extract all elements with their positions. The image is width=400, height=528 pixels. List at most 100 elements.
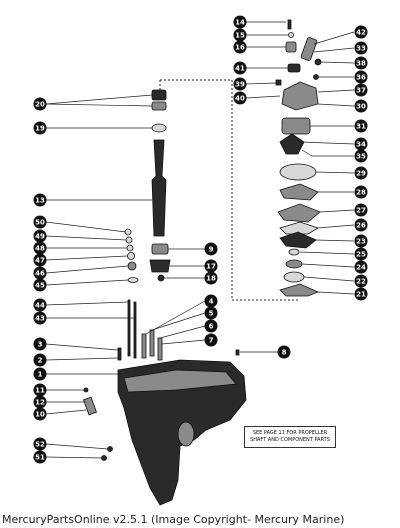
callout-38: 38 (354, 56, 368, 70)
svg-text:4: 4 (209, 298, 214, 306)
svg-text:36: 36 (356, 74, 366, 82)
svg-text:15: 15 (235, 32, 245, 40)
svg-text:7: 7 (209, 337, 214, 345)
svg-text:20: 20 (35, 101, 45, 109)
svg-text:1: 1 (38, 371, 43, 379)
svg-text:28: 28 (356, 189, 366, 197)
svg-text:27: 27 (356, 207, 366, 215)
svg-text:11: 11 (35, 387, 45, 395)
svg-text:21: 21 (356, 291, 366, 299)
callout-3: 3 (33, 337, 47, 351)
svg-text:38: 38 (356, 60, 366, 68)
callout-25: 25 (354, 247, 368, 261)
callout-12: 12 (33, 395, 47, 409)
svg-text:42: 42 (356, 29, 366, 37)
svg-text:39: 39 (235, 81, 245, 89)
callout-19: 19 (33, 121, 47, 135)
svg-text:51: 51 (35, 454, 45, 462)
svg-text:16: 16 (235, 44, 245, 52)
callout-9: 9 (204, 242, 218, 256)
water-pump-stack (275, 19, 322, 297)
callout-21: 21 (354, 287, 368, 301)
svg-text:43: 43 (35, 315, 45, 323)
svg-text:22: 22 (356, 278, 366, 286)
callout-24: 24 (354, 260, 368, 274)
callout-18: 18 (204, 271, 218, 285)
svg-text:31: 31 (356, 123, 366, 131)
callout-49: 49 (33, 229, 47, 243)
callout-37: 37 (354, 83, 368, 97)
svg-text:3: 3 (38, 341, 43, 349)
callout-44: 44 (33, 298, 47, 312)
callout-28: 28 (354, 185, 368, 199)
callout-7: 7 (204, 333, 218, 347)
svg-text:44: 44 (35, 302, 45, 310)
callout-4: 4 (204, 294, 218, 308)
callout-46: 46 (33, 266, 47, 280)
svg-text:6: 6 (209, 323, 214, 331)
svg-text:52: 52 (35, 441, 45, 449)
callout-5: 5 (204, 306, 218, 320)
svg-text:14: 14 (235, 19, 245, 27)
callout-48: 48 (33, 241, 47, 255)
callout-42: 42 (354, 25, 368, 39)
svg-text:13: 13 (35, 197, 45, 205)
callout-2: 2 (33, 353, 47, 367)
callout-6: 6 (204, 319, 218, 333)
callouts: 14 15 16 41 39 40 42 33 38 36 37 30 31 3… (33, 15, 368, 464)
callout-33: 33 (354, 41, 368, 55)
svg-text:26: 26 (356, 222, 366, 230)
callout-50: 50 (33, 215, 47, 229)
callout-34: 34 (354, 137, 368, 151)
svg-text:46: 46 (35, 270, 45, 278)
callout-1: 1 (33, 367, 47, 381)
callout-35: 35 (354, 149, 368, 163)
callout-39: 39 (233, 77, 247, 91)
svg-text:19: 19 (35, 125, 45, 133)
exploded-parts-diagram: 14 15 16 41 39 40 42 33 38 36 37 30 31 3… (33, 15, 368, 506)
callout-27: 27 (354, 203, 368, 217)
callout-26: 26 (354, 218, 368, 232)
svg-text:24: 24 (356, 264, 366, 272)
callout-16: 16 (233, 40, 247, 54)
callout-51: 51 (33, 450, 47, 464)
callout-13: 13 (33, 193, 47, 207)
callout-8: 8 (277, 345, 291, 359)
svg-text:9: 9 (209, 246, 214, 254)
callout-23: 23 (354, 234, 368, 248)
driveshaft-group (82, 89, 240, 461)
svg-text:49: 49 (35, 233, 45, 241)
svg-text:48: 48 (35, 245, 45, 253)
note-line-2: SHAFT AND COMPONENT PARTS (250, 437, 330, 443)
svg-text:18: 18 (206, 275, 216, 283)
callout-47: 47 (33, 253, 47, 267)
svg-text:10: 10 (35, 411, 45, 419)
svg-text:50: 50 (35, 219, 45, 227)
callout-45: 45 (33, 278, 47, 292)
svg-text:29: 29 (356, 170, 366, 178)
callout-41: 41 (233, 61, 247, 75)
callout-40: 40 (233, 91, 247, 105)
callout-10: 10 (33, 407, 47, 421)
svg-text:41: 41 (235, 65, 245, 73)
callout-15: 15 (233, 28, 247, 42)
callout-31: 31 (354, 119, 368, 133)
callout-29: 29 (354, 166, 368, 180)
svg-text:40: 40 (235, 95, 245, 103)
svg-text:12: 12 (35, 399, 45, 407)
callout-22: 22 (354, 274, 368, 288)
callout-36: 36 (354, 70, 368, 84)
callout-20: 20 (33, 97, 47, 111)
callout-14: 14 (233, 15, 247, 29)
svg-text:45: 45 (35, 282, 45, 290)
leader-lines (45, 21, 355, 459)
callout-17: 17 (204, 259, 218, 273)
svg-text:30: 30 (356, 103, 366, 111)
reference-note: SEE PAGE 11 FOR PROPELLER SHAFT AND COMP… (244, 426, 336, 448)
svg-text:8: 8 (282, 349, 287, 357)
svg-text:33: 33 (356, 45, 366, 53)
svg-text:5: 5 (209, 310, 214, 318)
svg-text:25: 25 (356, 251, 366, 259)
callout-43: 43 (33, 311, 47, 325)
svg-text:47: 47 (35, 257, 45, 265)
